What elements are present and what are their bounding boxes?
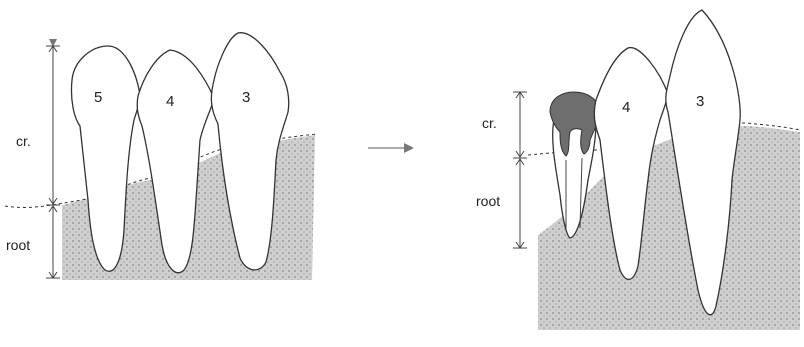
right-panel: 4 3 cr. root [476,10,800,330]
tooth-label-4-right: 4 [622,99,630,116]
left-crown-label: cr. [16,133,31,149]
transition-arrow [368,143,414,153]
tooth-label-3: 3 [242,89,250,106]
right-measure-bars [513,92,527,248]
left-measure-bars [46,46,60,278]
tooth-label-4: 4 [166,93,174,110]
right-root-label: root [476,193,500,209]
tooth-label-5: 5 [94,89,102,106]
tooth-label-3-right: 3 [696,93,704,110]
left-root-label: root [6,237,30,253]
right-crown-label: cr. [482,115,497,131]
left-panel: 5 4 3 cr. root [5,33,318,280]
